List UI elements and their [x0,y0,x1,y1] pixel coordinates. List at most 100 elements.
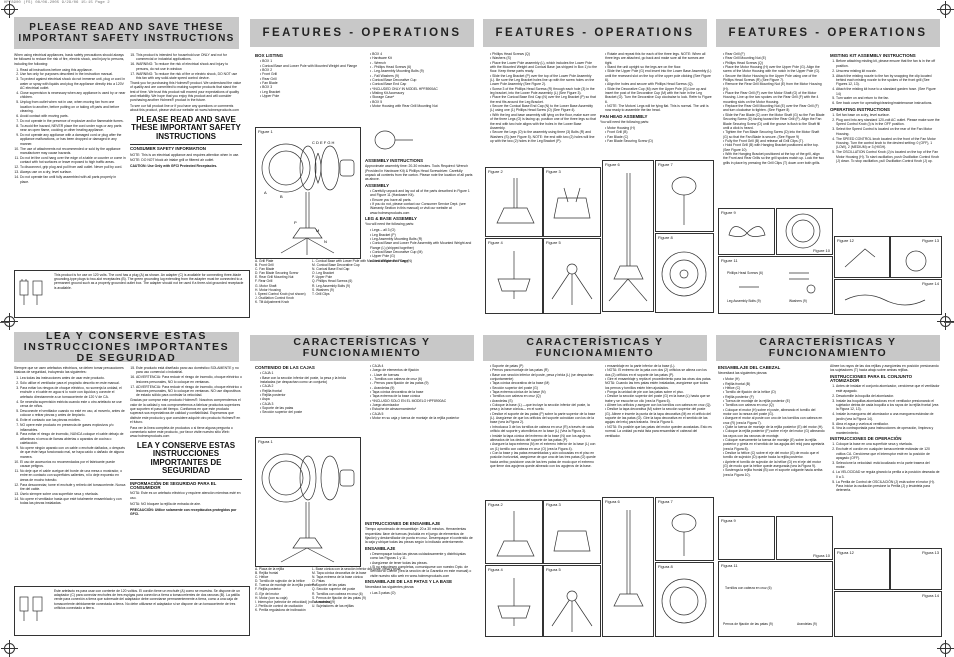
list-item: Rejilla frontal (B) [723,382,825,386]
banner-safety-es: LEA Y CONSERVE ESTAS INSTRUCCIONES IMPOR… [14,329,239,364]
list-item: Rejilla posterior (F) [723,395,825,399]
list-item: Rear Grill Mounting Nut (E) [723,56,825,60]
list-item: Phillips Head Screws (Q) [490,52,597,56]
list-item: Para evitar el riesgo de incendio, NUNCA… [20,432,126,445]
part-label: K. Perilla reguladora de inclinación [255,607,306,612]
heading-save-es: LEA Y CONSERVE ESTAS INSTRUCCIONES IMPOR… [136,440,236,476]
list-item: Conical Base Decorative Cup [370,78,473,82]
hw-screws: Phillips Head Screws (6) [727,271,763,275]
part-label: R. Tornillos con cabeza en cruz (6) [312,591,363,596]
part-label: B. Front Grill [255,263,274,268]
figure-12-es-label: Figura 12 [837,550,854,555]
hw-screws-es: Tornillos con cabeza en cruz (6) [725,586,772,590]
part-label: H. Motor (con su caja) [255,595,288,600]
svg-text:P: P [294,220,297,225]
banner-safety-es-text: LEA Y CONSERVE ESTAS INSTRUCCIONES IMPOR… [23,329,230,364]
legs-illustration-es [551,590,593,632]
list-item: No opere el ventilador hasta que esté to… [20,497,126,506]
legs-illustration [551,263,593,305]
figure-14-es-label: Figura 14 [922,593,939,598]
thanks-text-es: Gracias por comprar este producto Holmes… [130,398,241,424]
list-item: ADVERTENCIA: Para reducir el riesgo de i… [136,375,242,384]
list-item: Instale las boquillas atomizadoras en el… [836,399,940,412]
list-item: Leg Bracket (P) [370,233,473,237]
assembly-column-es: INSTRUCCIONES DE ENSAMBLAJE Tiempo aprox… [365,520,473,638]
list-item: *INCLUIDO SOLO EN EL MODELO HPF8900AC [370,399,473,403]
fan-exploded-illustration-es [261,453,355,563]
figure-13-es-label: Figura 13 [922,550,939,555]
figure-3: Figure 3 [543,167,601,237]
consumer-caution: CAUTION: Use Only with GFCI Protected Re… [130,164,218,169]
list-item: No opere ningún aparato con un cable o e… [20,446,126,459]
box-listing-title-es: CONTENIDO DE LAS CAJAS [255,365,315,370]
list-item: Motor Housing with Rear Grill Mounting N… [370,104,473,108]
part-label: S. Pernos de fijación de las patas (9) [312,595,366,600]
list-item: Read all instructions before using this … [20,68,126,72]
list-item: Conical Base End Cap [370,82,473,86]
list-item: Fully the Front Grill (B) and release al… [723,139,825,143]
figure-7: Figure 7 [655,160,714,232]
operating-list-es: Coloque la base en una superficie seca y… [830,442,940,492]
part-label: E. Rear Grill Mounting Nut [255,275,294,280]
part-label: U. Sujetadores de las rejillas [312,603,354,608]
assembly2-list: Carefully unpack and lay out all of the … [365,189,473,215]
list-item: Arandelas (S) [490,399,597,403]
hardware-illustration [739,272,816,294]
list-item: Unscrew misting kit nozzle. [836,69,940,73]
heading-save: PLEASE READ AND SAVE THESE IMPORTANT SAF… [131,114,241,141]
list-item: Legs – all 3 (O) [370,228,473,232]
col5-steps: Rear Grill (F)Rear Grill Mounting Nut (E… [718,52,825,207]
col4-list: Rotate and repeat this for each of the t… [600,52,712,113]
misting-list: Before attaching misting kit, please ens… [830,59,940,105]
list-item: Conical Base and Lower Pole with Mounted… [260,64,359,68]
list-item: Antes de instalar el conjunto atomizador… [836,384,940,393]
list-item: Se necesita supervisión estricta cuando … [20,400,126,409]
col3-list: Phillips Head Screws (Q)Washers (S)Place… [485,52,597,143]
list-item: Soporte de patas (P) [490,364,597,368]
leg-title-es: ENSAMBLAJE DE LAS PATAS Y LA BASE [365,579,453,585]
list-item: Tapa extrema de la base cónica [370,394,473,398]
figure-11: Figure 11 Phillips Head Screws (6) Leg A… [718,256,833,314]
part-label: T. Grill Clips [312,291,330,296]
box-listing-es-2: CAJA 4Juego de elementos de fijación- Ll… [365,364,473,439]
figure-12-es: Figura 12 [834,548,890,590]
fanhead-list-es: Motor (H)Rejilla frontal (B)Hélice (C)To… [718,377,825,477]
list-item: Si no estuviesen completas, comuníquese … [370,565,473,578]
col3-steps: Phillips Head Screws (Q)Washers (S)Place… [485,52,597,164]
plug-illustration [19,279,43,305]
figure-10-es: Figura 10 [776,516,833,560]
list-item: La VELOCIDAD se regula girando la perill… [836,470,940,479]
list-item: Stand the unit upright so the legs are o… [605,65,712,69]
list-item: Use fan only for purposes described in t… [20,72,126,76]
list-item: Este producto está diseñado para uso dom… [136,366,242,375]
polarized-text-es: Este artefacto es para usar con corrient… [54,589,241,610]
list-item: Rejilla posterior [260,393,359,397]
figure-11-es: Figura 11 Tornillos con cabeza en cruz (… [718,561,833,637]
registration-mark [1,640,18,657]
pole-assembly-illustration-es [613,510,644,607]
banner-features-text: FEATURES - OPERATIONS [495,27,695,39]
list-item: Aspa [260,397,359,401]
list-item: Fan Blade (C) [605,135,712,139]
fanhead-list: Motor Housing (H)Front Grill (B)Fan Blad… [600,126,712,143]
list-item: Washers (S) [490,56,597,60]
figure-1-side [365,128,473,154]
part-label: T. Arandelas (9) [312,599,336,604]
registration-mark [937,1,954,18]
list-item: With the leg and base assembly still lyi… [490,113,597,130]
list-item: CAJA 3 [260,402,359,406]
parts-list-right-es: L. Base cónica con la sección inferior d… [312,567,401,627]
col6-steps: MISTING KIT ASSEMBLY INSTRUCTIONS Before… [830,52,940,222]
list-item: Evite el contacto con las piezas móviles… [20,418,126,422]
misting-list-es: Antes de instalar el conjunto atomizador… [830,384,940,435]
figure-12-label: Figure 12 [837,238,854,243]
figure-13: Figure 13 [890,236,942,278]
list-item: Slide the Upper Pole (G) end insert into… [605,69,712,82]
safety-list-cont: This product is intended for household u… [130,53,242,80]
fan-blade-illustration [728,226,766,237]
registration-mark [1,1,18,18]
consumer-note-2-es: NOTA: NO bloquee la rejilla de entrada d… [130,501,201,506]
list-item: Coloque el motor (H) sobre el poste, ali… [723,408,825,417]
list-item: Tornillos con cabeza en cruz (Q) [490,394,597,398]
